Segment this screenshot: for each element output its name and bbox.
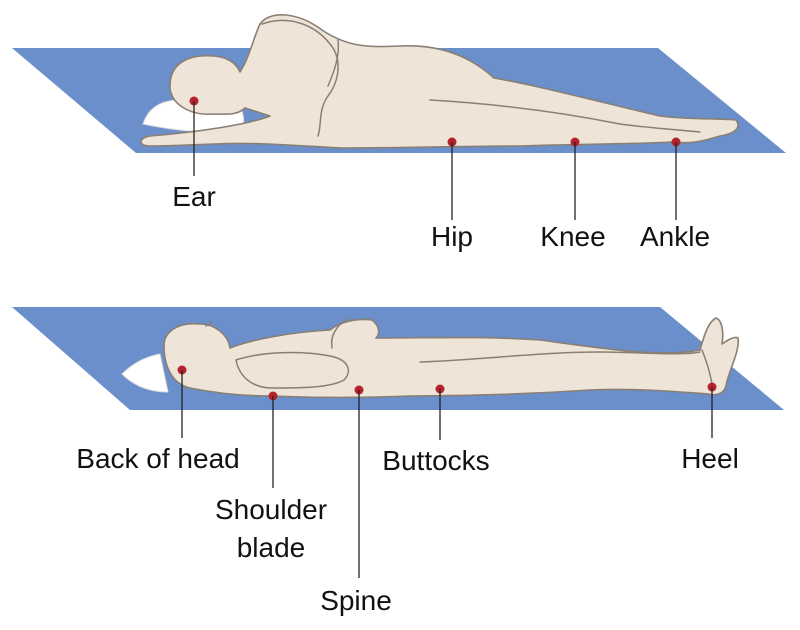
side-lying-body xyxy=(140,14,739,149)
ankle-label: Ankle xyxy=(640,221,710,252)
shoulder-blade-label-line2: blade xyxy=(237,532,306,563)
supine-leaders xyxy=(181,370,713,578)
supine-arm-outline xyxy=(235,351,350,389)
side-lying-figure xyxy=(12,14,786,153)
back-of-head-label: Back of head xyxy=(76,443,239,474)
supine-body xyxy=(163,317,739,399)
side-lying-leg-outline xyxy=(429,99,701,133)
supine-leg-outline xyxy=(419,351,701,363)
shoulder-blade-label-line1: Shoulder xyxy=(215,494,327,525)
supine-upper-arm-outline xyxy=(330,317,349,349)
heel-label: Heel xyxy=(681,443,739,474)
knee-label: Knee xyxy=(540,221,605,252)
supine-foot-outline xyxy=(701,349,713,385)
side-lying-leaders xyxy=(193,101,677,220)
buttocks-label: Buttocks xyxy=(382,445,489,476)
hip-label: Hip xyxy=(431,221,473,252)
supine-pillow xyxy=(121,353,169,393)
side-lying-arm-outline xyxy=(261,19,339,137)
supine-labels: Back of head Shoulder blade Spine Buttoc… xyxy=(76,443,739,616)
spine-label: Spine xyxy=(320,585,392,616)
side-lying-back-outline xyxy=(327,39,340,87)
side-lying-labels: Ear Hip Knee Ankle xyxy=(172,181,710,252)
supine-figure xyxy=(12,307,784,410)
ear-label: Ear xyxy=(172,181,216,212)
supine-face-detail xyxy=(205,321,213,327)
